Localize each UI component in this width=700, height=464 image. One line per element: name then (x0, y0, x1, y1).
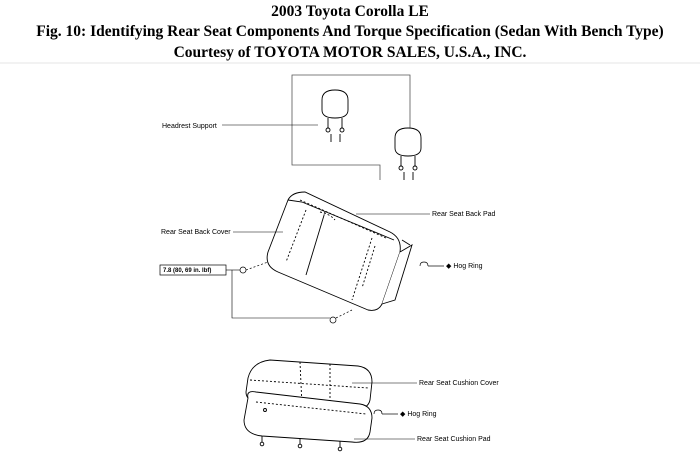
headrest-bracket (291, 74, 411, 180)
rear-seat-back-pad-label: Rear Seat Back Pad (432, 211, 496, 218)
bracket-lower (231, 270, 330, 319)
figure-caption: Fig. 10: Identifying Rear Seat Component… (36, 23, 664, 40)
rear-seat-back-illustration (266, 191, 413, 311)
rear-seat-back-cover-label: Rear Seat Back Cover (161, 229, 231, 236)
torque-spec-label: 7.8 (80, 69 in. lbf) (163, 268, 211, 274)
headrest-support-label: Headrest Support (162, 123, 217, 130)
headrest-right-illustration (394, 127, 422, 180)
mounting-bolt-upper-icon (239, 261, 269, 274)
hog-ring-upper-label: ◆ Hog Ring (446, 263, 483, 270)
headrest-left-illustration (321, 89, 349, 142)
hog-ring-upper-icon (419, 261, 444, 267)
page-title: 2003 Toyota Corolla LE (271, 3, 429, 20)
courtesy-line: Courtesy of TOYOTA MOTOR SALES, U.S.A., … (173, 44, 527, 61)
rear-seat-cushion-illustration (243, 359, 373, 452)
hog-ring-lower-label: ◆ Hog Ring (400, 411, 437, 418)
rear-seat-cushion-cover-label: Rear Seat Cushion Cover (419, 380, 499, 387)
mounting-bolt-lower-icon (329, 309, 353, 324)
hog-ring-lower-icon (373, 409, 398, 415)
rear-seat-cushion-pad-label: Rear Seat Cushion Pad (417, 436, 491, 443)
